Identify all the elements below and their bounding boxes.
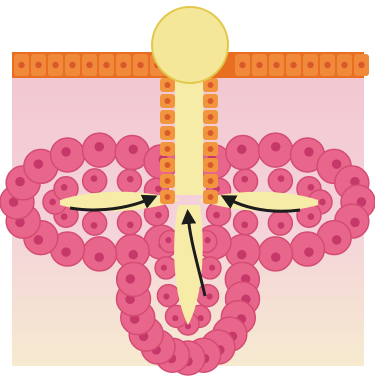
acinar-cell [234,211,258,235]
duct-nucleus [208,162,214,168]
acinar-cell [82,237,116,271]
acinar-cell [157,285,179,307]
duct-nucleus [208,114,214,120]
acinar-cell [197,285,219,307]
duct-nucleus [208,194,214,200]
secretion-droplet [152,7,228,83]
acinar-cell [268,169,292,193]
acinar-cell [83,211,107,235]
duct-nucleus [208,178,214,184]
duct-nucleus [165,178,171,184]
duct-nucleus [208,146,214,152]
surface-nucleus [239,62,245,68]
surface-nucleus [256,62,262,68]
duct-nucleus [165,146,171,152]
acinar-cell [259,133,293,167]
duct-nucleus [165,130,171,136]
acinar-cell [268,211,292,235]
surface-nucleus [52,62,58,68]
surface-nucleus [358,62,364,68]
acinar-cell [83,169,107,193]
duct-nucleus [208,82,214,88]
surface-nucleus [35,62,41,68]
acinar-cell [226,136,260,170]
surface-nucleus [18,62,24,68]
acinar-cell [234,169,258,193]
acinar-cell [290,232,324,266]
surface-nucleus [120,62,126,68]
acinar-cell [259,237,293,271]
duct-nucleus [165,114,171,120]
surface-nucleus [341,62,347,68]
surface-nucleus [69,62,75,68]
duct-nucleus [165,194,171,200]
surface-nucleus [290,62,296,68]
surface-nucleus [86,62,92,68]
duct-nucleus [165,162,171,168]
acinar-cell [155,257,177,279]
duct-nucleus [165,98,171,104]
duct-nucleus [165,82,171,88]
surface-nucleus [137,62,143,68]
surface-nucleus [324,62,330,68]
surface-nucleus [307,62,313,68]
duct-nucleus [208,130,214,136]
surface-nucleus [103,62,109,68]
surface-nucleus [273,62,279,68]
acinar-cell [117,262,151,296]
acinar-cell [82,133,116,167]
acinar-cell [117,211,141,235]
acinar-cell [51,138,85,172]
acinar-cell [117,169,141,193]
duct-nucleus [208,98,214,104]
